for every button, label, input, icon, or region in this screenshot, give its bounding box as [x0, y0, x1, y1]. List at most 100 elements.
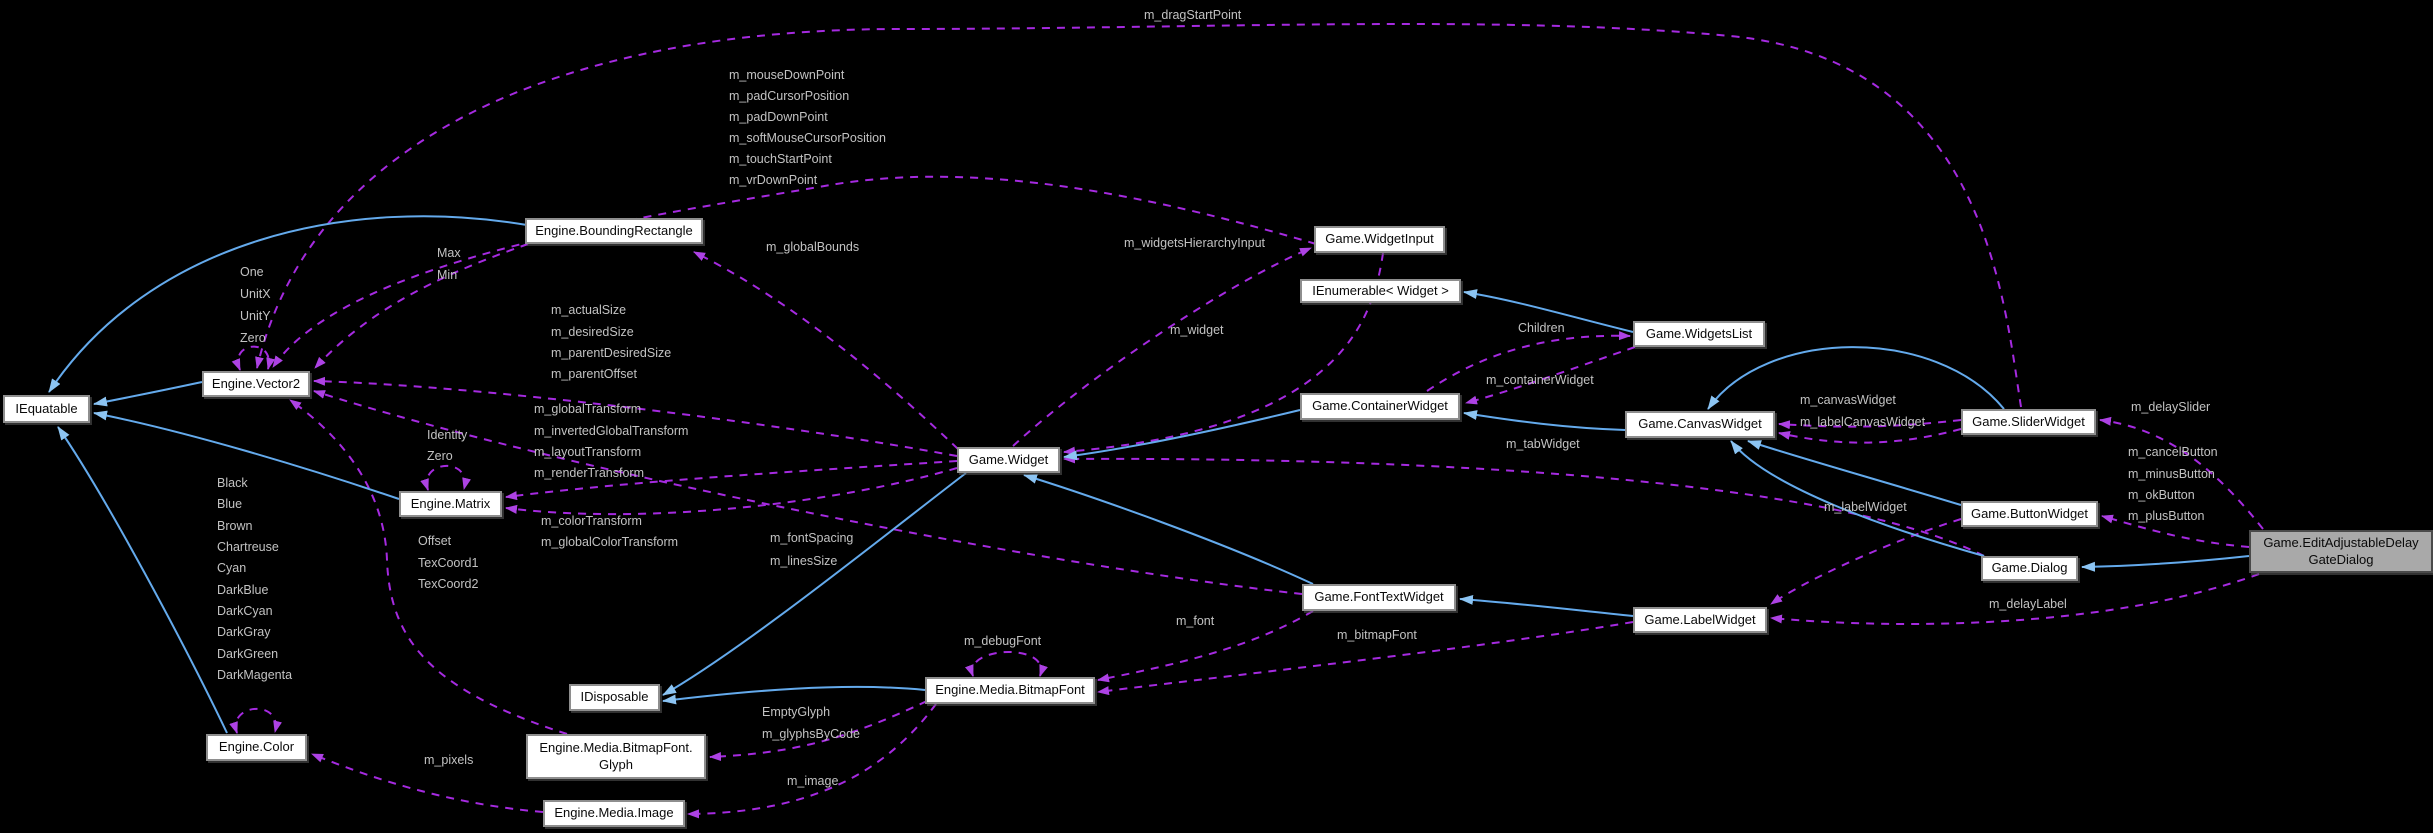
edge-usage-boundingrectangle-to-vector2: [314, 243, 529, 369]
edge-label-m_mouseDownPoint: m_mouseDownPoint: [729, 68, 845, 82]
edge-usage-vector2-to-vector2: [231, 345, 276, 371]
edge-label-m_dragStartPoint: m_dragStartPoint: [1144, 8, 1242, 22]
node-widget[interactable]: Game.Widget: [957, 447, 1060, 473]
node-image[interactable]: Engine.Media.Image: [543, 800, 685, 827]
edge-label-m_vrDownPoint: m_vrDownPoint: [729, 173, 818, 187]
edge-inheritance-buttonwidget-to-canvaswidget: [1747, 440, 1962, 506]
edge-inheritance-sliderwidget-to-canvaswidget: [1707, 346, 2005, 410]
edge-label-Black: Black: [217, 476, 248, 490]
edge-label-m_globalBounds: m_globalBounds: [766, 240, 860, 254]
edge-label-m_fontSpacing: m_fontSpacing: [770, 531, 854, 545]
node-widgetinput[interactable]: Game.WidgetInput: [1314, 226, 1445, 253]
node-vector2[interactable]: Engine.Vector2: [202, 371, 310, 397]
edge-usage-sliderwidget-to-canvaswidget: [1778, 428, 1962, 444]
node-label: IEnumerable< Widget >: [1312, 282, 1449, 298]
node-label: Game.CanvasWidget: [1638, 416, 1762, 432]
edge-label-m_desiredSize: m_desiredSize: [551, 325, 634, 339]
node-label: Game.Widget: [968, 451, 1049, 467]
edge-label-Chartreuse: Chartreuse: [217, 540, 279, 554]
node-boundingrectangle[interactable]: Engine.BoundingRectangle: [525, 218, 703, 244]
edge-usage-widget-to-widgetinput: [1012, 247, 1312, 447]
edge-usage-sliderwidget-to-vector2: [255, 23, 2022, 408]
node-label: Game.WidgetInput: [1325, 231, 1434, 247]
edge-usage-glyph-to-vector2: [289, 399, 568, 735]
edge-usage-widget-to-boundingrectangle: [693, 251, 959, 450]
edge-label-Brown: Brown: [217, 519, 253, 533]
edge-label-m_cancelButton: m_cancelButton: [2128, 445, 2218, 459]
edge-label-TexCoord2: TexCoord2: [418, 577, 479, 591]
edge-label-Zero: Zero: [427, 449, 453, 463]
node-buttonwidget[interactable]: Game.ButtonWidget: [1961, 501, 2098, 527]
node-fonttextwidget[interactable]: Game.FontTextWidget: [1302, 584, 1456, 611]
node-label: Game.Dialog: [1991, 560, 2068, 576]
edge-inheritance-widgetslist-to-ienumerable: [1463, 289, 1634, 333]
edge-label-Identity: Identity: [427, 428, 468, 442]
node-label: Engine.Media.BitmapFont: [935, 682, 1085, 698]
node-color[interactable]: Engine.Color: [206, 734, 307, 761]
edge-label-m_globalTransform: m_globalTransform: [534, 402, 642, 416]
edge-label-Min: Min: [437, 268, 458, 282]
edge-label-Blue: Blue: [217, 497, 243, 511]
edge-label-m_bitmapFont: m_bitmapFont: [1337, 628, 1417, 642]
node-canvaswidget[interactable]: Game.CanvasWidget: [1625, 411, 1775, 438]
node-label: Game.LabelWidget: [1644, 611, 1756, 627]
node-label: Game.ContainerWidget: [1312, 398, 1448, 414]
node-label: Engine.Vector2: [211, 375, 301, 391]
node-containerwidget[interactable]: Game.ContainerWidget: [1300, 393, 1460, 420]
node-dialog[interactable]: Game.Dialog: [1981, 556, 2078, 581]
edge-inheritance-widget-to-idisposable: [662, 472, 967, 696]
node-ienumerable[interactable]: IEnumerable< Widget >: [1300, 279, 1461, 303]
edge-label-m_delayLabel: m_delayLabel: [1989, 597, 2067, 611]
node-matrix[interactable]: Engine.Matrix: [399, 491, 502, 517]
node-iequatable[interactable]: IEquatable: [3, 395, 90, 423]
edge-inheritance-containerwidget-to-widget: [1063, 409, 1301, 461]
edge-label-m_plusButton: m_plusButton: [2128, 509, 2205, 523]
edge-inheritance-dialog-to-canvaswidget: [1730, 440, 1985, 557]
node-labelwidget[interactable]: Game.LabelWidget: [1633, 607, 1767, 633]
edge-inheritance-boundingrectangle-to-iequatable: [48, 215, 528, 393]
edge-label-m_glyphsByCode: m_glyphsByCode: [762, 727, 860, 741]
edge-usage-widget-to-matrix: [505, 467, 958, 516]
edge-label-m_colorTransform: m_colorTransform: [541, 514, 642, 528]
edge-label-EmptyGlyph: EmptyGlyph: [762, 705, 831, 719]
node-sliderwidget[interactable]: Game.SliderWidget: [1961, 409, 2096, 435]
edge-label-m_image: m_image: [787, 774, 839, 788]
edge-usage-matrix-to-matrix: [420, 464, 471, 491]
edge-inheritance-fonttextwidget-to-widget: [1023, 474, 1314, 585]
edge-label-m_widgetsHierarchyInput: m_widgetsHierarchyInput: [1124, 236, 1266, 250]
edge-label-m_padCursorPosition: m_padCursorPosition: [729, 89, 850, 103]
edge-label-UnitX: UnitX: [240, 287, 271, 301]
edge-label-m_delaySlider: m_delaySlider: [2131, 400, 2211, 414]
edge-label-m_debugFont: m_debugFont: [964, 634, 1042, 648]
node-glyph[interactable]: Engine.Media.BitmapFont.Glyph: [526, 734, 706, 779]
edge-usage-widget-to-matrix: [505, 460, 958, 501]
edge-usage-editadjustabledelaygatedialog-to-buttonwidget: [2101, 514, 2250, 548]
node-idisposable[interactable]: IDisposable: [569, 684, 660, 711]
edge-usage-color-to-color: [229, 707, 282, 734]
edge-label-m_padDownPoint: m_padDownPoint: [729, 110, 828, 124]
node-label: Game.FontTextWidget: [1314, 589, 1444, 605]
node-label: IEquatable: [15, 400, 78, 416]
edge-usage-widget-to-vector2: [313, 376, 958, 457]
node-label: Engine.Color: [218, 739, 295, 755]
node-widgetslist[interactable]: Game.WidgetsList: [1633, 321, 1765, 347]
edge-inheritance-bitmapfont-to-idisposable: [662, 685, 926, 705]
node-bitmapfont[interactable]: Engine.Media.BitmapFont: [925, 677, 1095, 704]
node-label: Engine.BoundingRectangle: [535, 222, 693, 238]
edge-label-Max: Max: [437, 246, 461, 260]
edge-label-m_invertedGlobalTransform: m_invertedGlobalTransform: [534, 424, 689, 438]
edge-label-m_parentOffset: m_parentOffset: [551, 367, 637, 381]
edge-label-m_labelWidget: m_labelWidget: [1824, 500, 1907, 514]
edge-label-m_minusButton: m_minusButton: [2128, 467, 2215, 481]
edge-label-m_touchStartPoint: m_touchStartPoint: [729, 152, 832, 166]
edge-label-m_containerWidget: m_containerWidget: [1486, 373, 1594, 387]
edge-inheritance-vector2-to-iequatable: [93, 381, 203, 407]
edge-label-m_softMouseCursorPosition: m_softMouseCursorPosition: [729, 131, 887, 145]
node-label: Game.EditAdjustableDelay: [2263, 534, 2419, 550]
edge-label-One: One: [240, 265, 264, 279]
edge-label-DarkGray: DarkGray: [217, 625, 271, 639]
edge-label-Offset: Offset: [418, 534, 452, 548]
edge-label-m_labelCanvasWidget: m_labelCanvasWidget: [1800, 415, 1926, 429]
